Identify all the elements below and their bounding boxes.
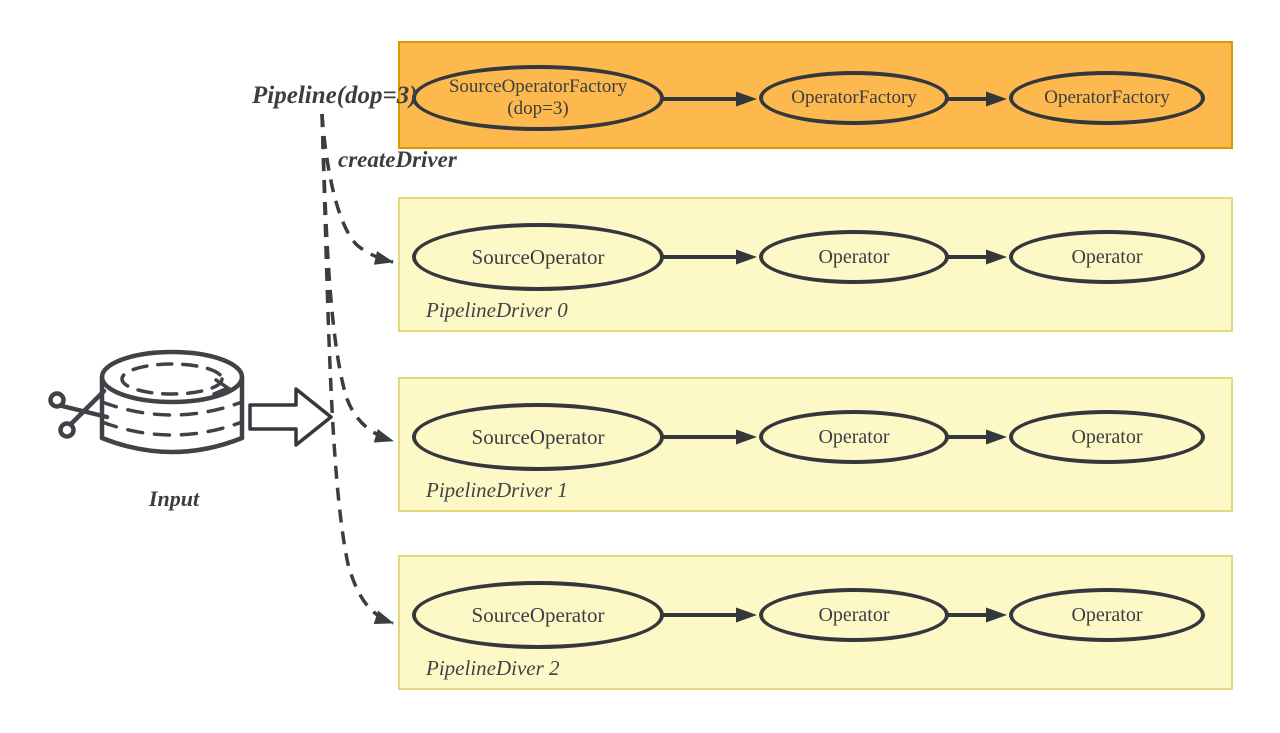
pipeline-driver-2-box: SourceOperator Operator Operator Pipelin… [398, 555, 1233, 690]
pipeline-driver-1-box: SourceOperator Operator Operator Pipelin… [398, 377, 1233, 512]
node-operator-factory-2: OperatorFactory [1009, 71, 1205, 125]
input-label: Input [148, 486, 200, 511]
driver-caption: PipelineDiver 2 [426, 656, 560, 680]
create-driver-arrow-0 [320, 113, 394, 265]
node-label: Operator [818, 425, 890, 448]
node-label: Operator [1071, 425, 1143, 448]
arrow-right-icon [947, 429, 1007, 445]
input-cylinder-icon [99, 349, 245, 455]
arrow-right-icon [662, 91, 757, 107]
driver-caption: PipelineDriver 0 [426, 298, 568, 322]
rotation-arrowhead-icon [212, 378, 232, 396]
node-operator-1: Operator [759, 410, 949, 464]
node-label: Operator [1071, 603, 1143, 626]
node-source-operator: SourceOperator [412, 581, 664, 649]
driver-caption: PipelineDriver 1 [426, 478, 568, 502]
arrow-right-icon [947, 249, 1007, 265]
node-label: Operator [1071, 245, 1143, 268]
node-source-operator: SourceOperator [412, 223, 664, 291]
create-driver-label: createDriver [338, 147, 457, 172]
node-operator-1: Operator [759, 230, 949, 284]
node-operator-factory-1: OperatorFactory [759, 71, 949, 125]
node-label: SourceOperator [471, 244, 605, 269]
create-driver-arrow-2 [320, 113, 394, 625]
node-label: SourceOperator [471, 424, 605, 449]
create-driver-arrows [320, 113, 394, 625]
arrow-right-icon [947, 607, 1007, 623]
node-operator-2: Operator [1009, 588, 1205, 642]
arrow-right-icon [947, 91, 1007, 107]
node-label: OperatorFactory [791, 87, 917, 109]
pipeline-driver-0-box: SourceOperator Operator Operator Pipelin… [398, 197, 1233, 332]
node-label-line2: (dop=3) [507, 98, 569, 119]
node-operator-1: Operator [759, 588, 949, 642]
big-input-arrow-icon [248, 387, 333, 447]
node-operator-2: Operator [1009, 230, 1205, 284]
node-operator-2: Operator [1009, 410, 1205, 464]
pipeline-factory-box: SourceOperatorFactory (dop=3) OperatorFa… [398, 41, 1233, 149]
node-label: SourceOperator [471, 602, 605, 627]
arrow-right-icon [662, 607, 757, 623]
node-label-line1: SourceOperatorFactory [448, 76, 628, 98]
node-label: Operator [818, 245, 890, 268]
node-label: Operator [818, 603, 890, 626]
pipeline-dop-label: Pipeline(dop=3) [252, 82, 418, 109]
arrow-right-icon [662, 249, 757, 265]
node-source-operator: SourceOperator [412, 403, 664, 471]
node-label: OperatorFactory [1044, 87, 1170, 109]
arrow-right-icon [662, 429, 757, 445]
node-label: SourceOperatorFactory (dop=3) [449, 76, 627, 120]
scissors-icon [48, 388, 110, 439]
node-source-operator-factory: SourceOperatorFactory (dop=3) [412, 65, 664, 131]
